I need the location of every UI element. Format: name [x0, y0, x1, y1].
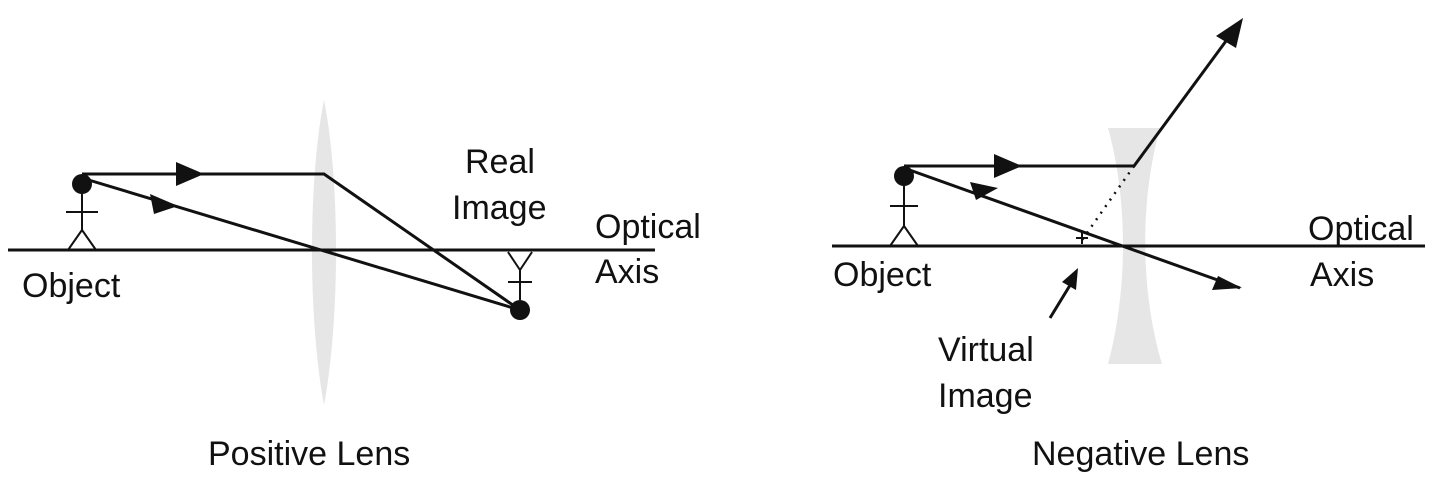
- central-ray-arrowhead: [970, 182, 998, 200]
- virtual-image-figure-icon: [1076, 232, 1088, 244]
- virtual-image-label-line2: Image: [938, 377, 1033, 415]
- parallel-ray-arrowhead: [176, 162, 204, 186]
- convex-lens-shape: [312, 100, 336, 405]
- virtual-image-label-line1: Virtual: [938, 331, 1034, 369]
- negative-lens-caption: Negative Lens: [1032, 435, 1249, 473]
- optical-axis-label-line2: Axis: [595, 253, 659, 291]
- optical-axis-label-line1: Optical: [595, 208, 701, 246]
- virtual-image-pointer: [1048, 281, 1074, 319]
- positive-lens-caption: Positive Lens: [208, 435, 410, 473]
- central-ray-arrowhead: [150, 194, 178, 214]
- real-image-label-line1: Real: [465, 143, 535, 181]
- object-label: Object: [22, 267, 121, 305]
- real-image-label-line2: Image: [452, 189, 547, 227]
- central-ray: [903, 166, 1241, 290]
- positive-lens-panel: Object Real Image Optical Axis Positive …: [8, 100, 701, 473]
- object-figure-icon: [889, 166, 919, 247]
- exit-ray-arrowhead: [1212, 276, 1242, 290]
- optical-axis-label-line2: Axis: [1310, 256, 1374, 294]
- real-image-figure-icon: [507, 251, 533, 320]
- negative-lens-panel: Object Virtual Image Optical Axis Negati…: [832, 18, 1425, 473]
- object-figure-icon: [66, 174, 98, 251]
- diverging-ray-arrowhead: [1216, 18, 1243, 48]
- parallel-ray: [82, 172, 521, 312]
- object-label: Object: [833, 256, 932, 294]
- parallel-ray: [904, 21, 1242, 168]
- virtual-image-pointer-arrowhead: [1062, 268, 1078, 290]
- parallel-ray-arrowhead: [994, 154, 1022, 178]
- optical-axis-label-line1: Optical: [1308, 210, 1414, 248]
